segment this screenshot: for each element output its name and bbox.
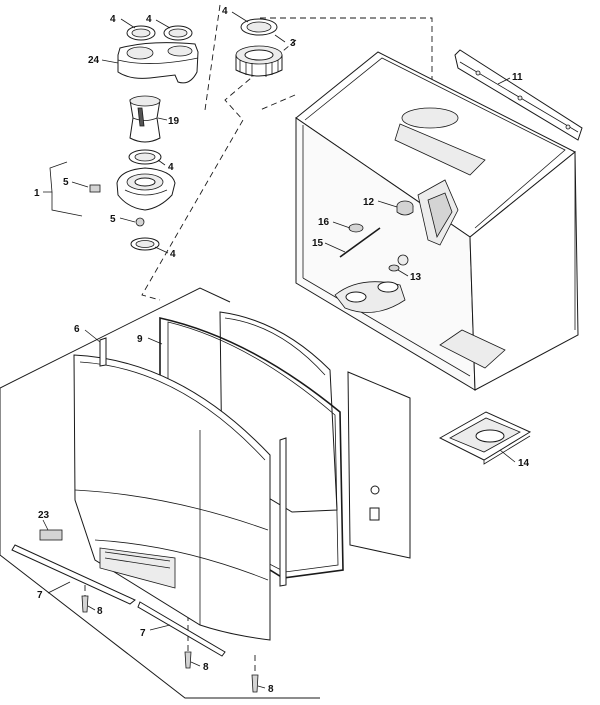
callout-8-a: 8 xyxy=(97,606,103,617)
callout-23: 23 xyxy=(38,510,50,521)
callout-11: 11 xyxy=(512,72,523,83)
callout-4-d: 4 xyxy=(168,162,174,173)
callout-5-b: 5 xyxy=(110,214,116,225)
front-panel-assembly xyxy=(0,287,411,699)
callout-14: 14 xyxy=(518,458,530,469)
callout-13: 13 xyxy=(410,272,422,283)
callout-4-b: 4 xyxy=(146,14,152,25)
callout-1: 1 xyxy=(34,188,40,199)
callout-4-c: 4 xyxy=(222,6,228,17)
callout-4-e: 4 xyxy=(170,249,176,260)
leader-lines xyxy=(42,11,516,689)
callout-19: 19 xyxy=(168,116,180,127)
callout-labels: 4 4 4 3 24 19 4 1 5 5 4 11 12 16 15 13 1… xyxy=(34,6,530,695)
callout-6: 6 xyxy=(74,324,80,335)
callout-8-c: 8 xyxy=(268,684,274,695)
callout-3: 3 xyxy=(290,38,296,49)
callout-16: 16 xyxy=(318,217,330,228)
callout-24: 24 xyxy=(88,55,100,66)
flue-outlet-assembly xyxy=(89,18,283,251)
callout-12: 12 xyxy=(363,197,375,208)
callout-4-a: 4 xyxy=(110,14,116,25)
callout-7-b: 7 xyxy=(140,628,146,639)
callout-5-a: 5 xyxy=(63,177,69,188)
internal-fittings xyxy=(339,200,414,272)
callout-15: 15 xyxy=(312,238,324,249)
callout-8-b: 8 xyxy=(203,662,209,673)
condensate-tray xyxy=(438,411,532,465)
boiler-case xyxy=(295,51,579,391)
wall-bracket xyxy=(454,49,583,141)
callout-7-a: 7 xyxy=(37,590,43,601)
callout-9: 9 xyxy=(137,334,143,345)
